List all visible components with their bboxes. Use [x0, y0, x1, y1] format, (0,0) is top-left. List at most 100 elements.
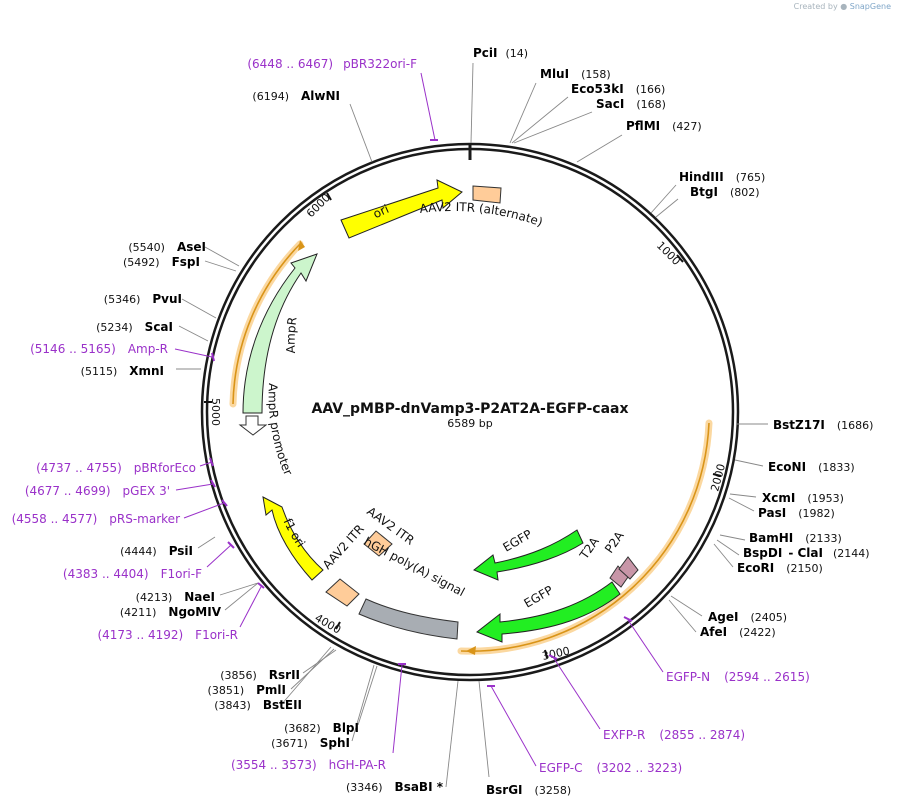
svg-text:(4558 .. 4577)pRS-marker: (4558 .. 4577)pRS-marker	[12, 512, 180, 526]
site-name-sphi: SphI	[320, 736, 350, 750]
site-pos-afei: (2422)	[739, 626, 776, 639]
primer-name-pbrforeco: pBRforEco	[134, 461, 196, 475]
credit-created-by: Created by	[793, 2, 838, 11]
site-pos-xmni: (5115)	[81, 365, 118, 378]
svg-text:EGFP-N(2594 .. 2615): EGFP-N(2594 .. 2615)	[666, 670, 810, 684]
feature-egfp-label-1: EGFP	[501, 527, 535, 555]
ori-arrow	[340, 179, 463, 239]
svg-text:EcoNI(1833): EcoNI(1833)	[768, 460, 855, 474]
svg-text:EGFP-C(3202 .. 3223): EGFP-C(3202 .. 3223)	[539, 761, 682, 775]
egfp-arrow-1	[473, 529, 584, 581]
svg-text:(4737 .. 4755)pBRforEco: (4737 .. 4755)pBRforEco	[36, 461, 196, 475]
primer-leaders	[174, 72, 664, 767]
tick-5000: 5000	[209, 398, 222, 426]
egfp-arrow-2	[476, 581, 621, 643]
aav2-itr-box-1	[325, 578, 360, 607]
site-name-psii: PsiI	[169, 544, 193, 558]
svg-text:AfeI(2422): AfeI(2422)	[700, 625, 776, 639]
svg-text:(4173 .. 4192)F1ori-R: (4173 .. 4192)F1ori-R	[97, 628, 238, 642]
ampr-promoter-arrow	[238, 415, 268, 436]
site-name-fspi: FspI	[172, 255, 200, 269]
site-name-agei: AgeI	[708, 610, 738, 624]
site-leaders	[176, 62, 768, 788]
site-name-btgi: BtgI	[690, 185, 718, 199]
svg-text:MluI(158): MluI(158)	[540, 67, 611, 81]
site-pos-fspi: (5492)	[123, 256, 160, 269]
snapgene-logo-icon: ●	[840, 2, 848, 11]
p2a-arrow	[618, 556, 639, 580]
primer-range-amp-r: (5146 .. 5165)	[30, 342, 116, 356]
svg-text:(5540)AseI: (5540)AseI	[128, 240, 206, 254]
site-pos-alwni: (6194)	[252, 90, 289, 103]
hgh-arrow	[358, 598, 459, 640]
site-pos-rsrii: (3856)	[220, 669, 257, 682]
site-pos-pcii: (14)	[506, 47, 529, 60]
svg-text:(3851)PmlI: (3851)PmlI	[208, 683, 286, 697]
f1-ori-arrow	[262, 496, 324, 581]
site-name-pvui: PvuI	[152, 292, 182, 306]
svg-text:(4213)NaeI: (4213) NaeI	[136, 590, 215, 604]
site-pos-naei: (4213)	[136, 591, 173, 604]
svg-text:XcmI(1953): XcmI(1953)	[762, 491, 844, 505]
svg-text:(4677 .. 4699)pGEX 3': (4677 .. 4699)pGEX 3'	[25, 484, 170, 498]
primer-name-pbr322ori-f: pBR322ori-F	[343, 57, 417, 71]
aav2-itr-box-2	[363, 530, 393, 557]
svg-text:(3671)SphI: (3671) SphI	[271, 736, 350, 750]
site-name-ngomiv: NgoMIV	[168, 605, 221, 619]
highlight-arcs	[229, 240, 713, 655]
site-name-rsrii: RsrII	[269, 668, 300, 682]
site-name-hindiii: HindIII	[679, 170, 724, 184]
ampr-arrow	[242, 253, 318, 414]
svg-text:(4444)PsiI: (4444)PsiI	[120, 544, 193, 558]
svg-text:AmpR: AmpR	[284, 316, 300, 354]
svg-text:(6194)AlwNI: (6194)AlwNI	[252, 89, 340, 103]
primer-range-f1ori-r: (4173 .. 4192)	[97, 628, 183, 642]
site-pos-agei: (2405)	[750, 611, 787, 624]
svg-text:(3843)BstEII: (3843)BstEII	[214, 698, 302, 712]
site-pos-asei: (5540)	[128, 241, 165, 254]
site-name-pcii: PciI	[473, 46, 498, 60]
svg-text:(4211)NgoMIV: (4211) NgoMIV	[120, 605, 222, 619]
site-name-pflmi: PflMI	[626, 119, 660, 133]
site-name-scai: ScaI	[145, 320, 173, 334]
svg-text:(3682)BlpI: (3682)BlpI	[284, 721, 359, 735]
svg-text:(5115)XmnI: (5115)XmnI	[81, 364, 164, 378]
feature-hgh-label: hGH poly(A) signal	[362, 534, 467, 599]
tick-3000: 3000	[541, 644, 571, 663]
svg-text:BamHI(2133): BamHI(2133)	[749, 531, 842, 545]
site-pos-sphi: (3671)	[271, 737, 308, 750]
site-pos-ngomiv: (4211)	[120, 606, 157, 619]
svg-text:(4383 .. 4404)F1ori-F: (4383 .. 4404)F1ori-F	[63, 567, 202, 581]
svg-text:EXFP-R(2855 .. 2874): EXFP-R(2855 .. 2874)	[603, 728, 745, 742]
site-name-naei: NaeI	[184, 590, 215, 604]
site-pos-hindiii: (765)	[736, 171, 766, 184]
site-pos-mlui: (158)	[581, 68, 611, 81]
site-pos-bspdi: (2144)	[833, 547, 870, 560]
svg-text:(5234)ScaI: (5234)ScaI	[96, 320, 173, 334]
primer-name-egfp-c: EGFP-C	[539, 761, 582, 775]
plasmid-size: 6589 bp	[447, 417, 492, 430]
feature-ori-label: ori	[371, 202, 391, 221]
primer-name-prs-marker: pRS-marker	[109, 512, 180, 526]
site-pos-pmli: (3851)	[208, 684, 245, 697]
site-name-bspdi: BspDI	[743, 546, 782, 560]
feature-itr-alt-label: AAV2 ITR (alternate)	[419, 200, 545, 229]
svg-text:(5146 .. 5165)Amp-R: (5146 .. 5165)Amp-R	[30, 342, 168, 356]
primer-range-hgh-pa-r: (3554 .. 3573)	[231, 758, 317, 772]
svg-text:(5492)FspI: (5492) FspI	[123, 255, 200, 269]
site-pos-bsteii: (3843)	[214, 699, 251, 712]
svg-text:PciI(14): PciI (14)	[473, 46, 528, 60]
svg-text:ori: ori	[371, 202, 391, 221]
site-labels: PciI(14) MluI(158) Eco53kI(166) SacI(168…	[81, 46, 874, 797]
site-pos-pvui: (5346)	[104, 293, 141, 306]
svg-text:BsrGI(3258): BsrGI(3258)	[486, 783, 571, 797]
primer-range-pgex-3: (4677 .. 4699)	[25, 484, 111, 498]
feature-aav2-itr-label-1: AAV2 ITR	[320, 522, 367, 572]
feature-ampr-label: AmpR	[284, 316, 300, 354]
primer-range-exfp-r: (2855 .. 2874)	[659, 728, 745, 742]
site-name-bsabi: BsaBI *	[395, 780, 444, 794]
site-name-clai: - ClaI	[788, 546, 823, 560]
feature-egfp-label-2: EGFP	[522, 583, 556, 611]
site-pos-blpi: (3682)	[284, 722, 321, 735]
primer-name-egfp-n: EGFP-N	[666, 670, 710, 684]
